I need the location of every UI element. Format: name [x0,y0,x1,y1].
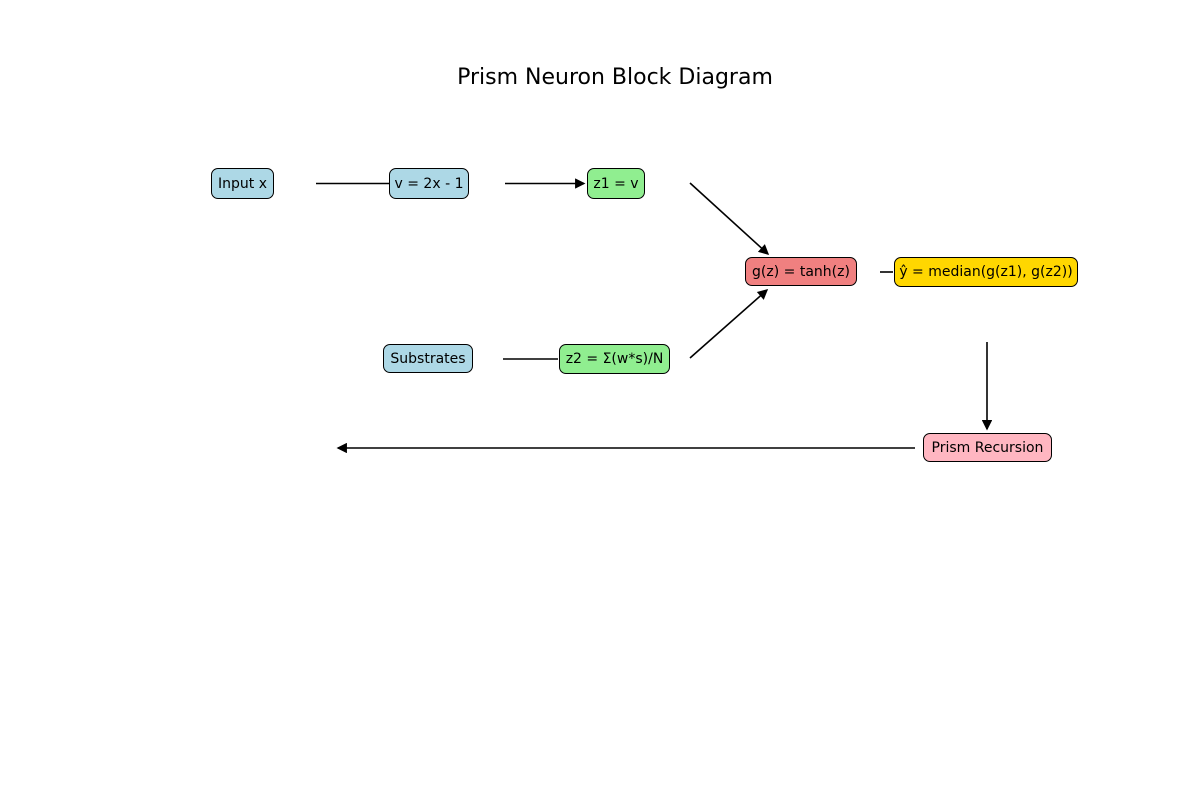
page-title: Prism Neuron Block Diagram [457,65,773,90]
edge-z1-to-activation-arrow [689,182,770,255]
node-z2-formula: z2 = Σ(w*s)/N [559,344,670,374]
node-output-median: ŷ = median(g(z1), g(z2)) [894,257,1078,287]
edge-z2-to-activation-arrow [689,289,769,359]
node-activation: g(z) = tanh(z) [745,257,857,286]
node-prism-recursion: Prism Recursion [923,433,1052,462]
node-input-x: Input x [211,168,274,199]
node-substrates: Substrates [383,344,473,373]
node-v-formula: v = 2x - 1 [389,168,469,199]
node-z1-formula: z1 = v [587,168,645,199]
